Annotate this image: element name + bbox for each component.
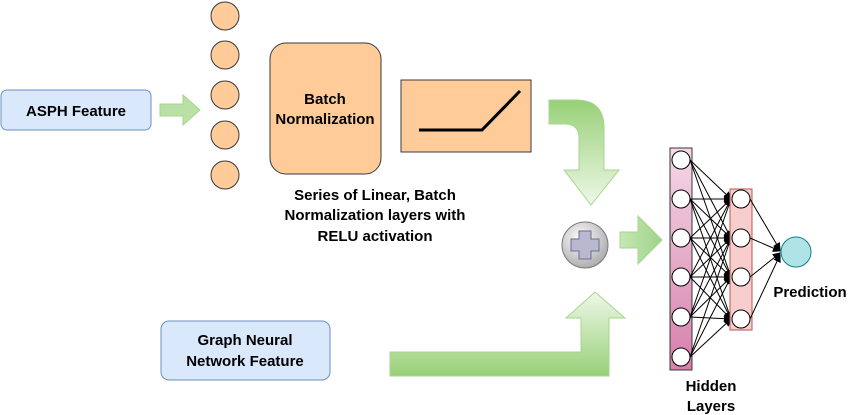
hidden-connections-1 — [689, 159, 733, 358]
gnn-to-combine-arrow — [389, 291, 627, 377]
series-caption-line2: Normalization layers with — [285, 207, 466, 224]
hidden-layer-2 — [729, 188, 753, 331]
input-neuron — [210, 120, 240, 150]
gnn-feature-box: Graph Neural Network Feature — [160, 320, 331, 381]
input-neuron — [210, 80, 240, 110]
series-caption: Series of Linear, Batch Normalization la… — [285, 187, 466, 245]
series-caption-line3: RELU activation — [317, 228, 432, 245]
prediction-node — [780, 236, 812, 268]
input-neuron — [210, 40, 240, 70]
relu-activation-box — [400, 79, 532, 153]
batch-norm-label-line2: Normalization — [275, 111, 374, 128]
asph-input-arrow — [159, 93, 201, 127]
hidden-connections-2 — [749, 198, 781, 320]
hidden-neuron — [731, 267, 751, 287]
batch-norm-label-line1: Batch — [304, 91, 346, 108]
asph-feature-label: ASPH Feature — [26, 103, 126, 120]
hidden-neuron — [671, 267, 691, 287]
input-neuron — [210, 1, 240, 31]
hidden-layers-label-line1: Hidden — [686, 378, 737, 395]
series-caption-line1: Series of Linear, Batch — [294, 187, 456, 204]
input-neurons — [210, 1, 240, 190]
combine-to-hidden-arrow — [619, 214, 663, 266]
gnn-feature-label-line2: Network Feature — [186, 353, 304, 370]
hidden-neuron — [671, 150, 691, 170]
asph-feature-box: ASPH Feature — [0, 89, 152, 131]
plus-circle-icon — [561, 221, 609, 269]
hidden-neuron — [671, 228, 691, 248]
hidden-layers-label-line2: Layers — [687, 398, 735, 415]
hidden-neuron — [731, 309, 751, 329]
hidden-neuron — [671, 189, 691, 209]
hidden-neuron — [731, 228, 751, 248]
relu-icon — [419, 89, 522, 132]
hidden-neuron — [731, 189, 751, 209]
relu-to-combine-arrow — [548, 99, 621, 206]
input-neuron — [210, 160, 240, 190]
prediction-label: Prediction — [773, 284, 846, 301]
gnn-feature-label-line1: Graph Neural — [197, 332, 292, 349]
hidden-neuron — [671, 307, 691, 327]
batch-normalization-box: Batch Normalization — [269, 42, 382, 175]
hidden-neuron — [671, 347, 691, 367]
hidden-layer-1 — [669, 147, 693, 371]
